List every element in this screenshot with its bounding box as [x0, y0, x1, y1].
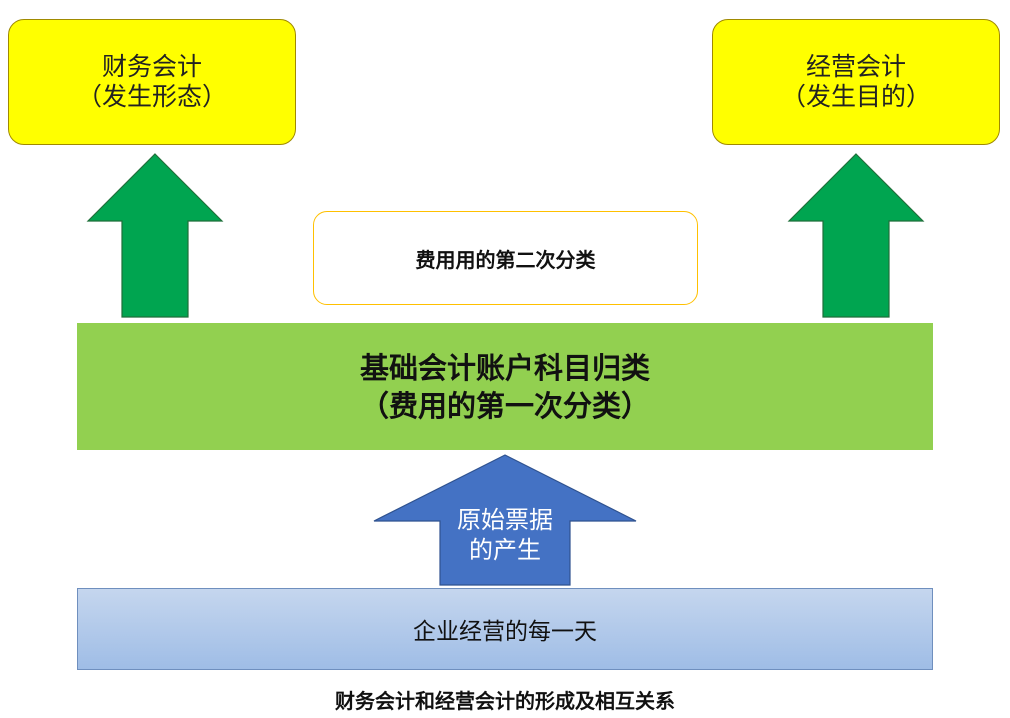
daily-operations-label: 企业经营的每一天 — [413, 619, 597, 645]
financial-accounting-box: 财务会计 （发生形态） — [8, 19, 296, 145]
left-green-up-arrow — [86, 153, 224, 318]
second-classification-box: 费用用的第二次分类 — [313, 211, 698, 305]
management-accounting-title: 经营会计 — [805, 52, 906, 81]
account-classification-band: 基础会计账户科目归类 （费用的第一次分类） — [77, 323, 933, 450]
second-classification-label: 费用用的第二次分类 — [415, 247, 596, 272]
account-classification-title: 基础会计账户科目归类 — [359, 350, 650, 385]
daily-operations-band: 企业经营的每一天 — [77, 588, 933, 670]
financial-accounting-title: 财务会计 — [101, 52, 202, 81]
management-accounting-box: 经营会计 （发生目的） — [712, 19, 1000, 145]
management-accounting-subtitle: （发生目的） — [780, 82, 931, 111]
right-green-up-arrow — [787, 153, 925, 318]
financial-accounting-subtitle: （发生形态） — [76, 82, 227, 111]
blue-arrow-label: 原始票据 的产生 — [440, 505, 570, 565]
blue-arrow-label-line1: 原始票据 — [457, 506, 553, 534]
blue-arrow-label-line2: 的产生 — [469, 536, 541, 564]
account-classification-subtitle: （费用的第一次分类） — [359, 388, 650, 423]
blue-up-arrow — [373, 454, 637, 586]
diagram-caption: 财务会计和经营会计的形成及相互关系 — [335, 689, 675, 713]
